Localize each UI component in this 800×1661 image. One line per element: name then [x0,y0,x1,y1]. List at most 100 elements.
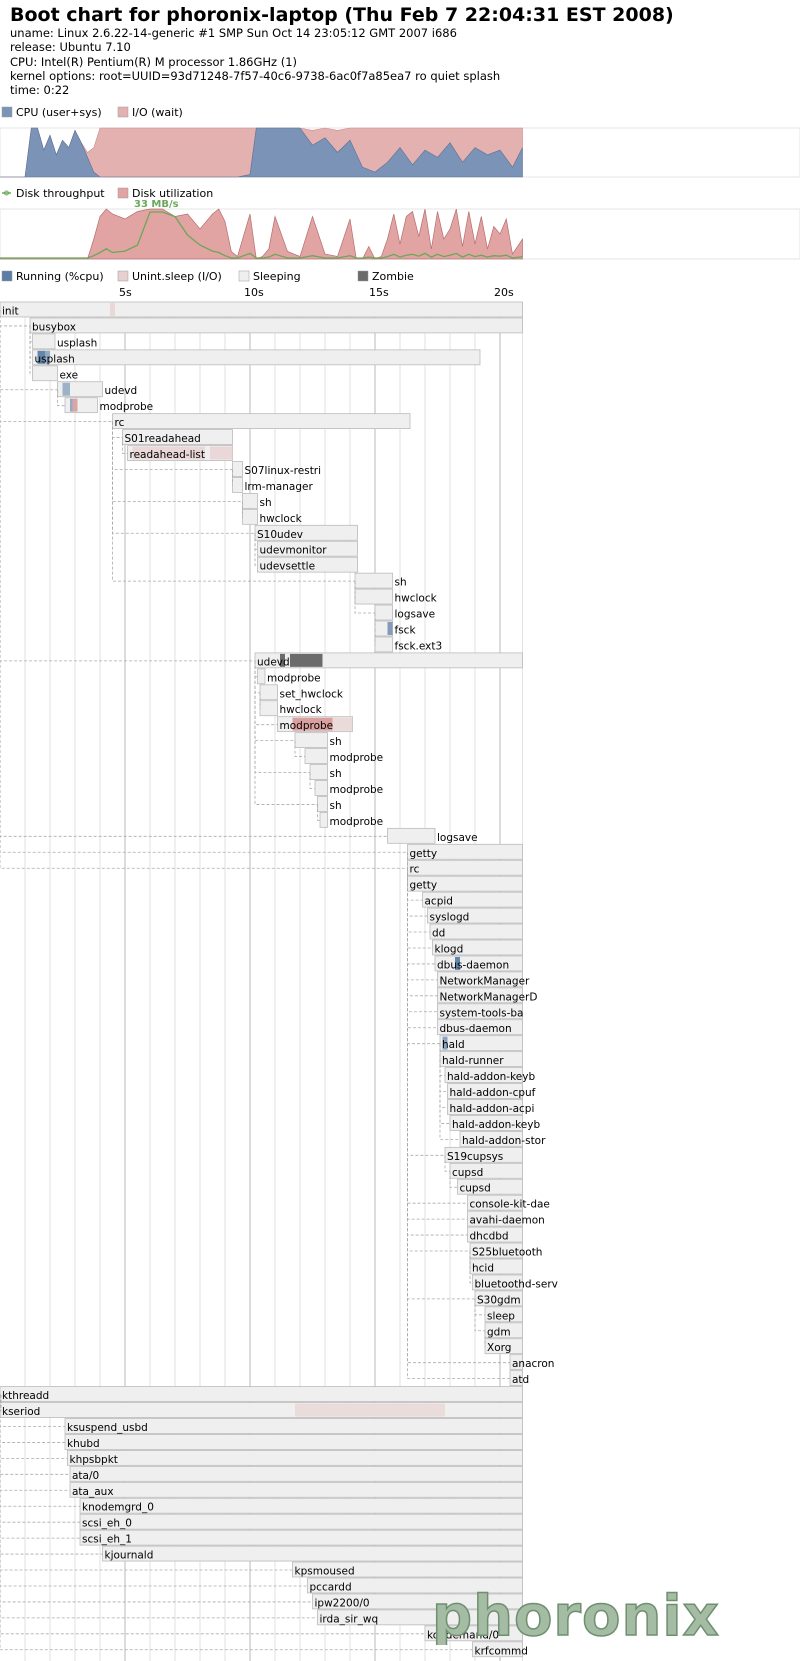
process-box [459,1131,523,1147]
process-box [354,588,393,605]
process-label: dhcdbd [470,1231,509,1243]
process-box [67,1450,523,1466]
process-label: modprobe [267,672,321,684]
process-box [79,1513,523,1530]
process-connector [474,1298,485,1332]
process-box [439,1035,523,1052]
activity-running [387,622,393,635]
legend-disk-util-label: Disk utilization [132,187,213,200]
process-box [457,1178,523,1195]
process-label: atd [512,1374,529,1386]
process-box [69,1465,523,1482]
process-label: Xorg [487,1342,511,1354]
process-box [312,1593,523,1610]
process-box [509,1354,523,1371]
process-label: hcid [472,1262,494,1274]
process-label: S19cupsys [447,1151,503,1163]
process-connector [0,309,255,662]
process-connector [0,1394,70,1491]
process-label: modprobe [330,752,384,764]
process-box [122,429,233,445]
process-label: hald [442,1039,465,1051]
process-connector [407,868,510,1380]
process-label: exe [60,369,79,381]
process-label: getty [410,880,438,892]
process-label: hald-addon-keyb [447,1071,535,1083]
process-connector [294,740,305,757]
process-label: pccardd [310,1581,352,1593]
process-box [102,1545,523,1562]
process-label: khpsbpkt [70,1454,118,1466]
process-connector [0,1394,313,1603]
process-label: hald-runner [442,1055,504,1067]
process-label: kseriod [2,1406,40,1418]
process-box [307,1577,523,1594]
activity-uninterruptible [132,446,205,460]
process-connector [354,581,375,614]
legend-sleeping-swatch [238,270,250,282]
legend-running-swatch [1,270,13,282]
process-box [467,1194,523,1211]
process-label: cupsd [452,1167,483,1179]
tick-label-20s: 20s [494,286,514,299]
process-label: fsck [395,624,417,636]
process-label: ksuspend_usbd [67,1422,148,1434]
process-label: kpsmoused [295,1566,355,1578]
activity-running [45,350,50,364]
process-box [467,1210,523,1227]
process-label: knodemgrd_0 [82,1502,154,1514]
process-label: krfcommd [475,1645,528,1657]
process-label: udevmonitor [260,545,328,557]
process-connector [0,309,30,327]
process-box [29,317,523,334]
process-box [472,1641,523,1658]
process-box [242,492,258,509]
process-label: udevd [257,656,290,668]
process-box [437,1003,523,1020]
process-box [64,397,98,414]
process-label: logsave [437,832,478,844]
process-connector [0,1394,80,1539]
activity-uninterruptible [210,446,233,460]
activity-zombie [280,653,285,667]
process-connector [0,309,113,423]
legend-zombie-swatch [357,270,369,282]
process-connector [57,389,65,407]
cpu-line: CPU: Intel(R) Pentium(R) M processor 1.8… [10,54,298,69]
chart-title: Boot chart for phoronix-laptop (Thu Feb … [10,4,674,26]
process-label: kthreadd [2,1390,49,1402]
process-box [317,1609,523,1626]
process-label: S01readahead [125,433,201,445]
process-box [444,1146,523,1163]
process-label: scsi_eh_0 [82,1518,132,1530]
activity-running [70,398,73,412]
legend-cpu-swatch [1,106,13,118]
process-box [254,524,358,541]
process-label: fsck.ext3 [395,640,443,652]
process-box [0,1386,523,1402]
process-connector [469,1251,473,1284]
process-label: dbus-daemon [437,959,509,971]
process-connector [309,772,315,789]
throughput-peak-label: 33 MB/s [134,199,179,210]
process-box [427,907,523,924]
process-label: hwclock [395,593,438,605]
process-box [407,859,523,876]
process-box [387,827,436,844]
process-connector [0,1394,425,1635]
process-box [374,604,393,621]
process-box [257,540,358,557]
disk-utilization-area [0,208,523,260]
release-line: release: Ubuntu 7.10 [10,40,131,55]
process-label: usplash [57,337,97,349]
process-box [257,668,266,685]
legend-zombie-label: Zombie [372,270,414,283]
process-label: modprobe [330,784,384,796]
process-label: avahi-daemon [470,1215,545,1227]
process-label: udevsettle [260,561,316,573]
process-box [444,1067,523,1083]
process-connector [122,437,128,454]
legend-throughput-marker [4,190,9,196]
process-box [319,812,328,828]
process-box [232,477,243,493]
